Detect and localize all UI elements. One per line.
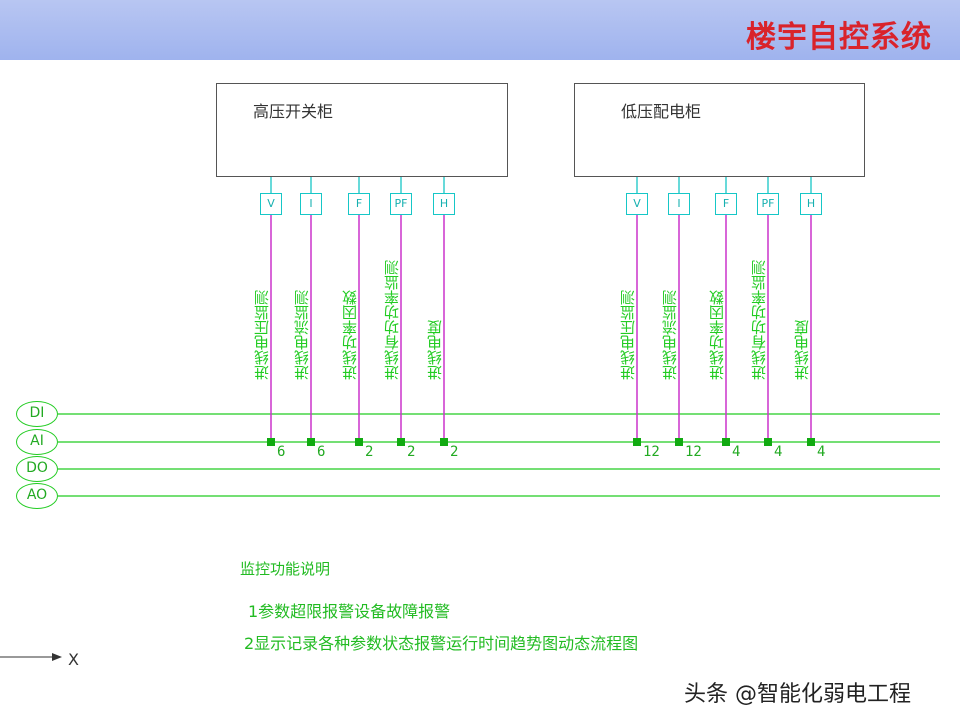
cabinet-label: 高压开关柜: [253, 102, 334, 121]
bus-label-do: DO: [16, 456, 58, 482]
notes-title: 监控功能说明: [240, 560, 331, 578]
notes-item-1: 1参数超限报警设备故障报警: [248, 602, 451, 621]
point-count: 2: [365, 444, 374, 460]
bus-node: [397, 438, 405, 446]
notes-item-2: 2显示记录各种参数状态报警运行时间趋势图动态流程图: [244, 634, 639, 653]
sensor-box-f: F: [348, 193, 370, 215]
sensor-description: 进线电流监测: [293, 290, 311, 380]
sensor-box-v: V: [260, 193, 282, 215]
sensor-description: 进线电流监测: [661, 290, 679, 380]
bus-node: [307, 438, 315, 446]
cabinet-high-voltage: 高压开关柜: [216, 83, 508, 177]
bus-node: [675, 438, 683, 446]
cabinet-label: 低压配电柜: [621, 102, 702, 121]
point-count: 4: [774, 444, 783, 460]
sensor-description: 进线有功功率监测: [750, 260, 768, 380]
point-count: 12: [643, 444, 660, 460]
sensor-description: 进线电度: [426, 320, 444, 380]
point-count: 12: [685, 444, 702, 460]
header-bar: 楼宇自控系统: [0, 0, 960, 60]
point-count: 6: [317, 444, 326, 460]
sensor-description: 进线电度: [793, 320, 811, 380]
point-count: 6: [277, 444, 286, 460]
page-title: 楼宇自控系统: [746, 20, 932, 55]
bus-node: [722, 438, 730, 446]
point-count: 2: [407, 444, 416, 460]
sensor-description: 进线电压监测: [619, 290, 637, 380]
sensor-description: 进线电压监测: [253, 290, 271, 380]
bus-node: [267, 438, 275, 446]
sensor-box-i: I: [300, 193, 322, 215]
sensor-description: 进线功率因数: [341, 290, 359, 380]
bus-node: [355, 438, 363, 446]
x-axis-arrow: [52, 653, 62, 661]
cabinet-low-voltage: 低压配电柜: [574, 83, 865, 177]
point-count: 2: [450, 444, 459, 460]
sensor-box-i: I: [668, 193, 690, 215]
sensor-description: 进线有功功率监测: [383, 260, 401, 380]
sensor-box-pf: PF: [757, 193, 779, 215]
point-count: 4: [817, 444, 826, 460]
bus-node: [764, 438, 772, 446]
bus-label-di: DI: [16, 401, 58, 427]
sensor-description: 进线功率因数: [708, 290, 726, 380]
bus-node: [440, 438, 448, 446]
bus-label-ao: AO: [16, 483, 58, 509]
sensor-box-v: V: [626, 193, 648, 215]
bus-label-ai: AI: [16, 429, 58, 455]
bus-node: [807, 438, 815, 446]
sensor-box-h: H: [800, 193, 822, 215]
watermark: 头条 @智能化弱电工程: [684, 682, 911, 707]
point-count: 4: [732, 444, 741, 460]
sensor-box-pf: PF: [390, 193, 412, 215]
sensor-box-f: F: [715, 193, 737, 215]
bus-node: [633, 438, 641, 446]
x-axis-label: X: [68, 650, 79, 669]
sensor-box-h: H: [433, 193, 455, 215]
